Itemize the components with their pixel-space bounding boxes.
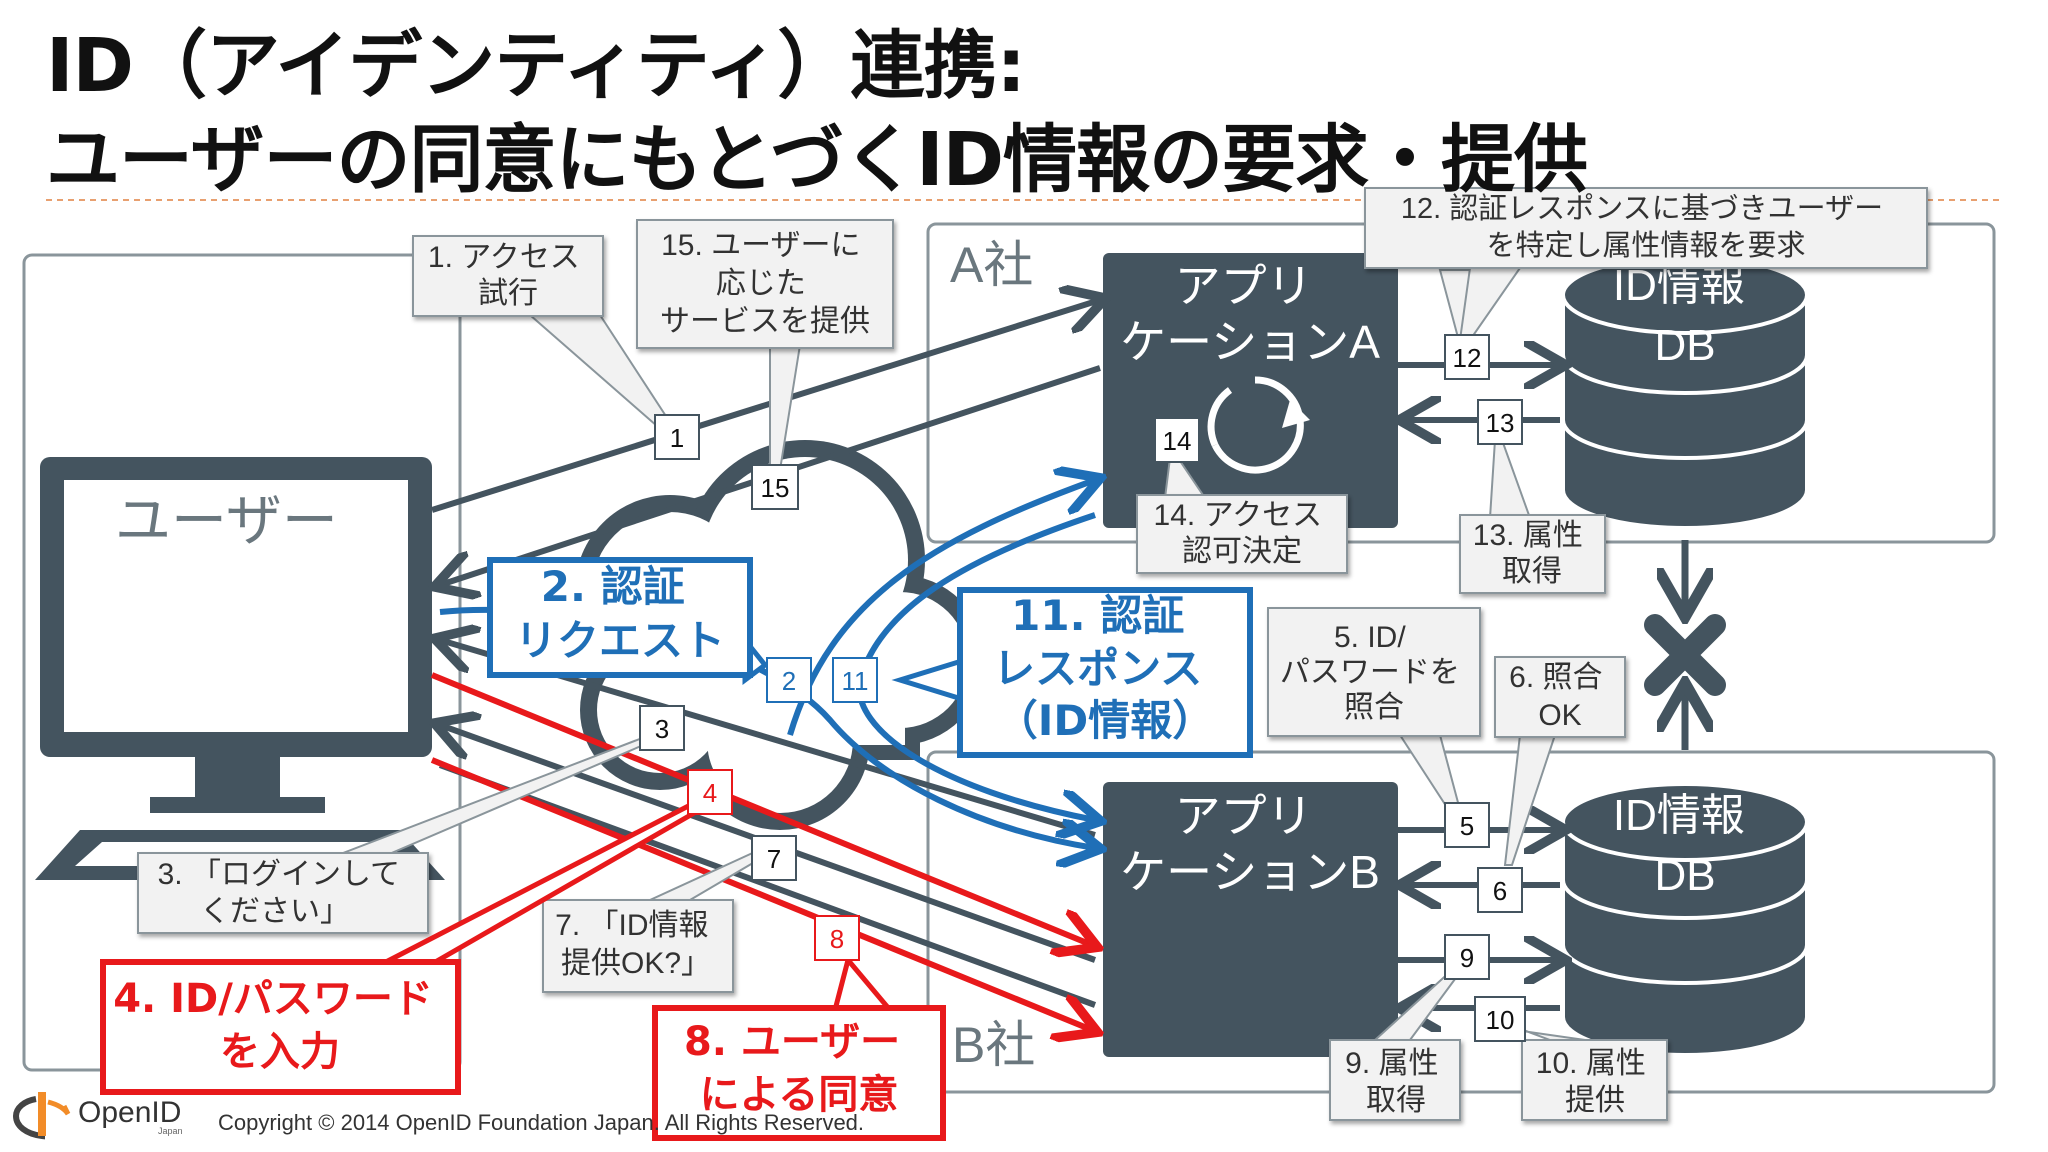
step-badge-12: 12 xyxy=(1444,334,1490,380)
company-a-label: A社 xyxy=(950,237,1033,293)
svg-text:11: 11 xyxy=(842,666,869,696)
svg-text:5: 5 xyxy=(1460,811,1474,841)
svg-text:8: 8 xyxy=(830,924,844,954)
step-badge-13: 13 xyxy=(1477,399,1523,445)
db-b-label: ID情報 DB xyxy=(1613,791,1757,900)
svg-text:13: 13 xyxy=(1486,408,1515,438)
page-title-line1: ID（アイデンティティ）連携: xyxy=(46,23,1026,109)
svg-text:13. 属性 取得: 13. 属性 取得 xyxy=(1473,519,1591,588)
app-b-label: アプリ ケーションB xyxy=(1120,790,1380,898)
svg-text:3: 3 xyxy=(655,714,669,744)
db-a-label: ID情報 DB xyxy=(1613,261,1757,370)
svg-text:15. ユーザーに 応じた サービス: 15. ユーザーに 応じた サービスを提供 xyxy=(660,229,870,338)
svg-text:10. 属性 提供: 10. 属性 提供 xyxy=(1536,1047,1654,1117)
svg-text:9: 9 xyxy=(1460,943,1474,973)
callout-15: 15. ユーザーに 応じた サービスを提供 xyxy=(636,219,894,349)
db-b-icon xyxy=(1561,782,1809,1057)
callout-14: 14. アクセス 認可決定 xyxy=(1136,494,1348,574)
user-label: ユーザー xyxy=(115,489,338,552)
callout-1: 1. アクセス 試行 xyxy=(412,235,604,317)
svg-text:8. ユーザー による同意: 8. ユーザー による同意 xyxy=(684,1019,914,1118)
callout-9: 9. 属性 取得 xyxy=(1329,1039,1461,1121)
copyright-text: Copyright © 2014 OpenID Foundation Japan… xyxy=(218,1110,865,1135)
svg-text:1. アクセス 試行: 1. アクセス 試行 xyxy=(428,241,588,310)
step-badge-5: 5 xyxy=(1444,802,1490,848)
step-badge-7: 7 xyxy=(751,835,797,881)
svg-text:12: 12 xyxy=(1453,343,1482,373)
openid-mark-icon xyxy=(12,1092,71,1140)
step-badge-8: 8 xyxy=(814,915,860,961)
step-badge-15: 15 xyxy=(751,464,799,510)
svg-text:2. 認証 リクエスト: 2. 認証 リクエスト xyxy=(515,562,725,665)
callout-2-auth-request: 2. 認証 リクエスト xyxy=(487,557,769,685)
step-badge-2: 2 xyxy=(766,657,812,703)
openid-logo-text: OpenID xyxy=(78,1096,182,1129)
svg-text:14. アクセス 認可決定: 14. アクセス 認可決定 xyxy=(1154,499,1331,568)
step-badge-1: 1 xyxy=(654,414,700,460)
svg-text:3. 「ログインして ください」: 3. 「ログインして ください」 xyxy=(158,858,409,928)
svg-text:6. 照合 OK: 6. 照合 OK xyxy=(1509,661,1611,732)
step-badge-10: 10 xyxy=(1474,996,1526,1042)
callout-4-enter-credentials: 4. ID/パスワード を入力 xyxy=(100,797,713,1095)
svg-text:1: 1 xyxy=(670,423,684,453)
callout-8-user-consent: 8. ユーザー による同意 xyxy=(652,954,946,1141)
app-b-box xyxy=(1103,782,1398,1057)
svg-text:2: 2 xyxy=(782,666,796,696)
step-badge-6: 6 xyxy=(1477,867,1523,913)
svg-text:11. 認証 レスポンス （ID情報: 11. 認証 レスポンス （ID情報） xyxy=(993,591,1217,745)
callout-6: 6. 照合 OK xyxy=(1494,656,1626,738)
app-a-label: アプリ ケーションA xyxy=(1120,260,1380,368)
svg-text:10: 10 xyxy=(1486,1005,1515,1035)
step-badge-9: 9 xyxy=(1444,934,1490,980)
svg-text:5. ID/ パスワードを 照合: 5. ID/ パスワードを 照合 xyxy=(1280,621,1468,724)
svg-text:4: 4 xyxy=(703,778,717,808)
company-b-label: B社 xyxy=(952,1017,1035,1073)
svg-text:15: 15 xyxy=(761,473,790,503)
svg-text:9. 属性 取得: 9. 属性 取得 xyxy=(1345,1047,1447,1117)
page-title-line2: ユーザーの同意にもとづくID情報の要求・提供 xyxy=(46,117,1588,203)
callout-11-auth-response: 11. 認証 レスポンス （ID情報） xyxy=(891,587,1253,758)
step-badge-14: 14 xyxy=(1154,417,1200,463)
cross-icon xyxy=(1644,614,1726,696)
callout-3: 3. 「ログインして ください」 xyxy=(137,852,429,934)
callout-7: 7. 「ID情報 提供OK?」 xyxy=(542,899,734,993)
svg-text:12. 認証レスポンスに基づきユーザー を特定し: 12. 認証レスポンスに基づきユーザー を特定し属性情報を要求 xyxy=(1401,192,1891,262)
svg-text:4. ID/パスワード を入力: 4. ID/パスワード を入力 xyxy=(113,976,447,1075)
svg-text:7: 7 xyxy=(767,844,781,874)
step-badge-3: 3 xyxy=(639,705,685,751)
svg-text:14: 14 xyxy=(1163,426,1192,456)
refresh-icon xyxy=(1207,376,1310,474)
openid-logo: OpenID Japan xyxy=(12,1086,202,1142)
callout-5: 5. ID/ パスワードを 照合 xyxy=(1267,607,1481,737)
svg-text:6: 6 xyxy=(1493,876,1507,906)
db-a-icon xyxy=(1561,255,1809,530)
callout-10: 10. 属性 提供 xyxy=(1521,1039,1668,1121)
callout-13: 13. 属性 取得 xyxy=(1459,514,1606,594)
openid-logo-sub: Japan xyxy=(158,1126,183,1136)
step-badge-4: 4 xyxy=(687,769,733,815)
svg-text:7. 「ID情報 提供OK?」: 7. 「ID情報 提供OK?」 xyxy=(555,909,717,980)
step-badge-11: 11 xyxy=(832,657,878,703)
callout-12: 12. 認証レスポンスに基づきユーザー を特定し属性情報を要求 xyxy=(1364,187,1928,269)
